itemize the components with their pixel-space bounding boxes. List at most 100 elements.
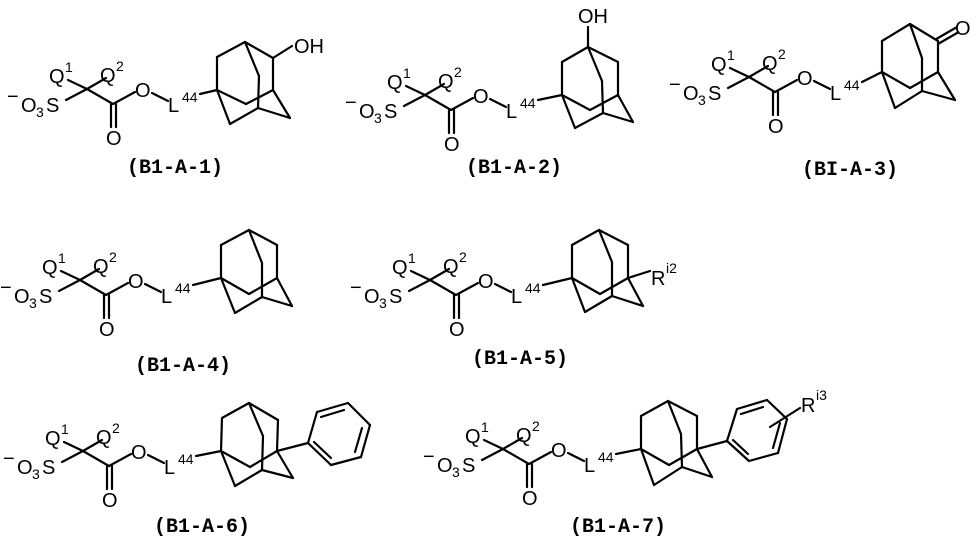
ring-bond bbox=[315, 401, 350, 414]
bond-carbonyl-ester-o bbox=[111, 90, 137, 106]
linker-superscript: 44 bbox=[178, 451, 194, 467]
bond-line bbox=[244, 88, 275, 106]
bond-line bbox=[695, 447, 714, 479]
bond-line bbox=[247, 276, 279, 296]
bond-line bbox=[679, 432, 684, 469]
bond-hydroxyl bbox=[271, 44, 294, 60]
carbonyl-oxygen: O bbox=[102, 490, 118, 512]
sulfonate-oxygen: O bbox=[21, 95, 37, 117]
bond-c-s bbox=[64, 87, 89, 102]
q2-superscript: 2 bbox=[778, 46, 786, 62]
ring-bond bbox=[776, 417, 789, 455]
bond-ester-o-linker bbox=[812, 79, 832, 91]
bond-line bbox=[271, 88, 292, 120]
bond-line bbox=[219, 276, 237, 315]
bond-carbonyl-ester-o bbox=[107, 452, 133, 468]
compound-label: (B1-A-2) bbox=[466, 157, 562, 180]
bond-line bbox=[275, 449, 295, 480]
ring-inner-double-bond bbox=[312, 440, 333, 460]
bond-line bbox=[256, 106, 292, 120]
q2-superscript: 2 bbox=[116, 58, 124, 74]
compound-label: (B1-A-4) bbox=[135, 355, 231, 378]
bond-line bbox=[880, 22, 912, 43]
r-group-superscript: i2 bbox=[666, 260, 677, 276]
q1-superscript: 1 bbox=[727, 47, 735, 63]
ester-oxygen: O bbox=[135, 80, 151, 102]
linker-l: L bbox=[511, 286, 522, 308]
bond-c-q2 bbox=[423, 82, 446, 97]
q2-atom: Q bbox=[516, 425, 532, 447]
ester-oxygen: O bbox=[551, 440, 567, 462]
bond-line bbox=[560, 93, 592, 112]
sulfonate-subscript: 3 bbox=[29, 295, 37, 311]
bond-line bbox=[597, 228, 614, 264]
negative-charge: − bbox=[669, 74, 681, 96]
r-group-superscript: i3 bbox=[816, 387, 827, 403]
bond-line bbox=[667, 447, 699, 467]
compound-label: (B1-A-5) bbox=[472, 348, 568, 371]
bond-line bbox=[583, 294, 614, 314]
linker-superscript: 44 bbox=[598, 449, 614, 465]
bond-linker-adamantane bbox=[860, 70, 884, 84]
ring-inner-double-bond bbox=[731, 438, 750, 456]
adamantane-cage bbox=[215, 40, 292, 126]
bond-ester-o-linker bbox=[146, 453, 166, 465]
bond-line bbox=[219, 449, 237, 488]
ester-oxygen: O bbox=[473, 86, 489, 108]
bond-phenyl bbox=[275, 441, 310, 453]
bond-c-carbonyl bbox=[747, 75, 777, 94]
bond-c-q2 bbox=[428, 267, 451, 282]
ketone-oxygen: O bbox=[955, 18, 971, 40]
bond-c-q2 bbox=[78, 267, 101, 282]
ring-inner-double-bond bbox=[739, 405, 765, 416]
q1-atom: Q bbox=[711, 54, 727, 76]
ester-oxygen: O bbox=[797, 68, 813, 90]
bond-carbonyl-ester-o bbox=[527, 450, 553, 466]
q1-atom: Q bbox=[392, 257, 408, 279]
q2-superscript: 2 bbox=[112, 420, 120, 436]
compound-label: (BI-A-3) bbox=[802, 159, 898, 182]
linker-l: L bbox=[584, 455, 595, 477]
r-group: R bbox=[801, 395, 815, 417]
bond-ester-o-linker bbox=[488, 97, 508, 109]
bond-c-q2 bbox=[501, 436, 524, 451]
bond-c-q1 bbox=[482, 438, 505, 451]
q2-atom: Q bbox=[438, 71, 454, 93]
negative-charge: − bbox=[0, 277, 12, 299]
sulfonate-subscript: 3 bbox=[698, 92, 706, 108]
bond-line bbox=[586, 45, 604, 83]
bond-c-q2 bbox=[747, 64, 770, 79]
linker-superscript: 44 bbox=[844, 77, 860, 93]
bond-ester-o-linker bbox=[143, 282, 163, 294]
bond-line bbox=[560, 93, 577, 130]
bond-line bbox=[570, 276, 602, 296]
sulfonate-sulfur: S bbox=[708, 83, 721, 105]
bond-line bbox=[256, 74, 261, 110]
bond-carbonyl-ester-o bbox=[449, 96, 475, 112]
negative-charge: − bbox=[423, 446, 435, 468]
q1-superscript: 1 bbox=[403, 65, 411, 81]
q1-superscript: 1 bbox=[61, 421, 69, 437]
bond-line bbox=[560, 45, 590, 64]
bond-line bbox=[573, 111, 605, 130]
ring-bond bbox=[735, 398, 769, 411]
bond-line bbox=[610, 294, 645, 308]
q2-atom: Q bbox=[443, 256, 459, 278]
bond-carbonyl-ester-o bbox=[104, 281, 130, 297]
compound-label: (B1-A-6) bbox=[154, 516, 250, 539]
bond-line bbox=[880, 70, 912, 90]
sulfonate-oxygen: O bbox=[437, 455, 453, 477]
linker-l: L bbox=[164, 457, 175, 479]
bond-line bbox=[920, 89, 957, 102]
sulfonate-sulfur: S bbox=[462, 455, 475, 477]
bond-c-carbonyl bbox=[85, 87, 115, 106]
bond-line bbox=[215, 88, 232, 126]
bond-c-carbonyl bbox=[81, 449, 111, 468]
bond-c-q1 bbox=[728, 66, 751, 79]
linker-superscript: 44 bbox=[525, 280, 541, 296]
sulfonate-sulfur: S bbox=[389, 286, 402, 308]
bond-c-carbonyl bbox=[501, 447, 531, 466]
